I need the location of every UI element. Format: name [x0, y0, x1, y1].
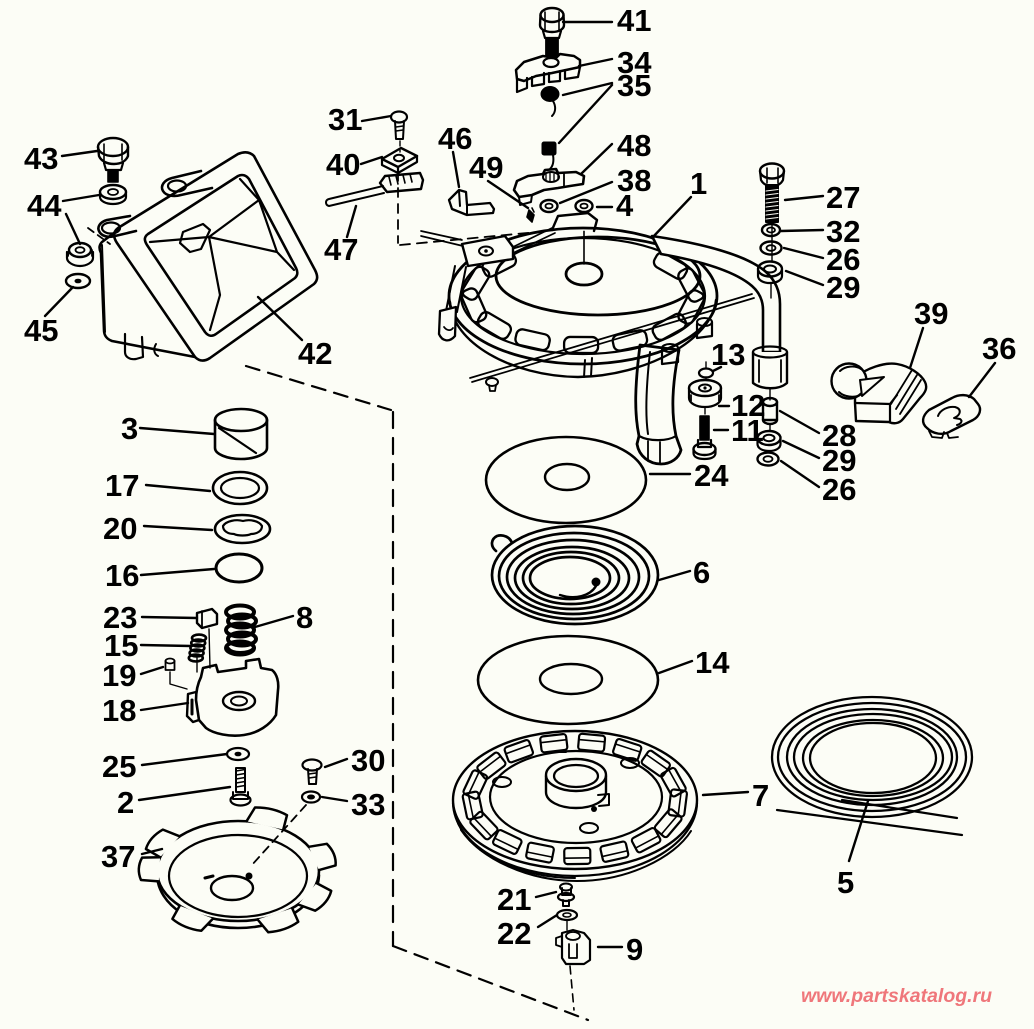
- svg-text:17: 17: [105, 468, 139, 503]
- svg-text:2: 2: [117, 785, 134, 820]
- svg-text:47: 47: [324, 232, 358, 267]
- svg-text:5: 5: [837, 865, 854, 900]
- svg-text:21: 21: [497, 882, 531, 917]
- svg-text:7: 7: [752, 778, 769, 813]
- svg-text:8: 8: [296, 600, 313, 635]
- svg-text:41: 41: [617, 3, 651, 38]
- svg-text:37: 37: [101, 839, 135, 874]
- svg-text:35: 35: [617, 68, 651, 103]
- svg-text:39: 39: [914, 296, 948, 331]
- svg-text:19: 19: [102, 658, 136, 693]
- svg-text:48: 48: [617, 128, 651, 163]
- svg-text:16: 16: [105, 558, 139, 593]
- svg-text:4: 4: [616, 188, 634, 223]
- svg-text:9: 9: [626, 932, 643, 967]
- svg-text:14: 14: [695, 645, 730, 680]
- svg-text:18: 18: [102, 693, 136, 728]
- svg-text:44: 44: [27, 188, 62, 223]
- svg-text:46: 46: [438, 121, 472, 156]
- svg-text:3: 3: [121, 411, 138, 446]
- svg-text:6: 6: [693, 555, 710, 590]
- svg-text:11: 11: [731, 413, 764, 448]
- svg-text:www.partskatalog.ru: www.partskatalog.ru: [801, 985, 992, 1007]
- svg-text:40: 40: [326, 147, 360, 182]
- svg-text:24: 24: [694, 458, 729, 493]
- svg-text:29: 29: [826, 270, 860, 305]
- svg-text:49: 49: [469, 150, 503, 185]
- svg-text:43: 43: [24, 141, 58, 176]
- svg-text:36: 36: [982, 331, 1016, 366]
- svg-text:13: 13: [711, 337, 745, 372]
- svg-text:25: 25: [102, 749, 136, 784]
- svg-text:22: 22: [497, 916, 531, 951]
- svg-text:30: 30: [351, 743, 385, 778]
- svg-text:1: 1: [690, 166, 707, 201]
- svg-text:45: 45: [24, 313, 58, 348]
- svg-text:20: 20: [103, 511, 137, 546]
- svg-text:31: 31: [328, 102, 362, 137]
- svg-text:27: 27: [826, 180, 860, 215]
- svg-text:42: 42: [298, 336, 332, 371]
- svg-text:33: 33: [351, 787, 385, 822]
- svg-text:26: 26: [822, 472, 856, 507]
